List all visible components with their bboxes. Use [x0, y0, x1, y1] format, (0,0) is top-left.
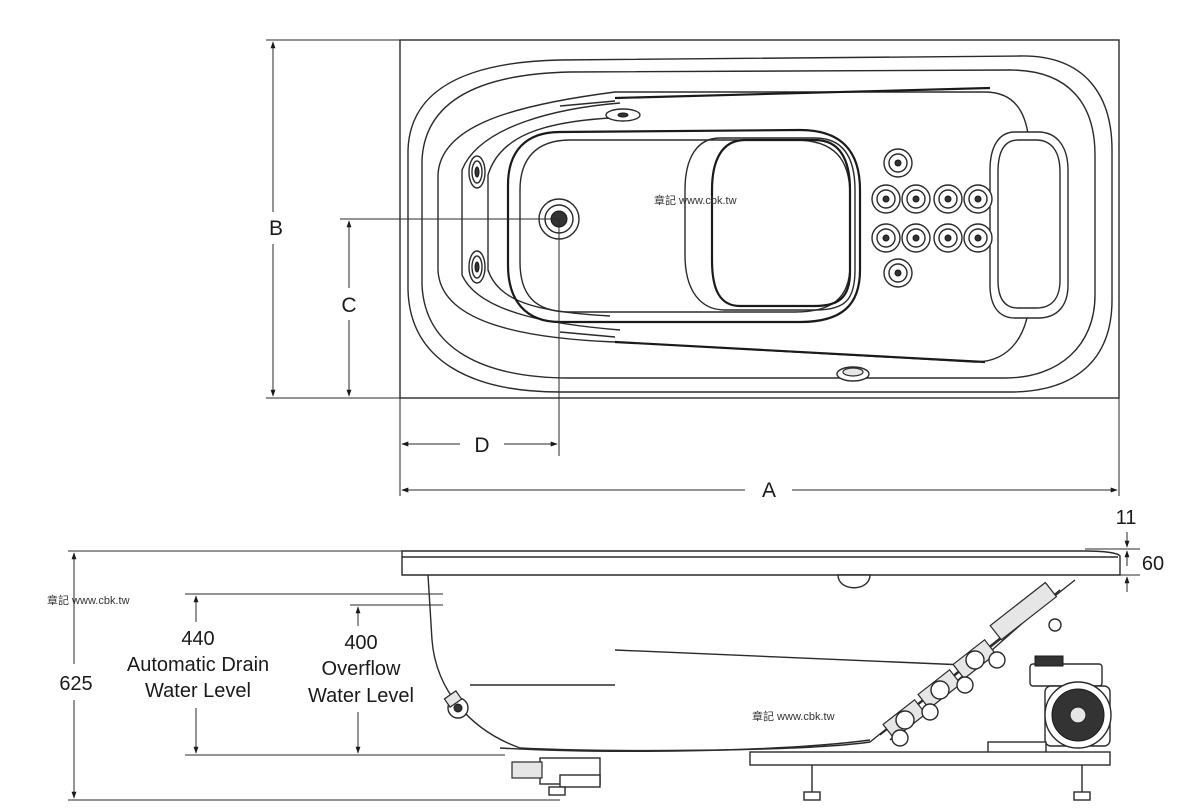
overflow-line1: Overflow [322, 658, 401, 680]
tub-basin-step-2 [487, 117, 611, 317]
overflow-line2: Water Level [308, 685, 414, 707]
overflow-slot-bottom [614, 340, 986, 364]
jet-icon [883, 148, 913, 178]
pump-motor-icon [987, 655, 1112, 755]
tub-floor-side [499, 739, 871, 752]
dimension-lines-side [68, 532, 1140, 801]
plan-view: B C D A 章記 www.cbk.tw [266, 39, 1120, 502]
dim-label-b: B [269, 217, 283, 240]
dimension-lines-plan [266, 39, 1120, 496]
dim-label-rim-thickness: 60 [1142, 553, 1164, 575]
dim-label-d: D [474, 434, 489, 457]
jet-icon [901, 184, 931, 214]
dim-label-c: C [341, 294, 356, 317]
jet-icon [871, 223, 901, 253]
backrest-inner [710, 138, 852, 308]
headrest-pillow [989, 131, 1069, 319]
watermark: 章記 www.cbk.tw [654, 193, 737, 207]
jet-plumbing [879, 579, 1076, 747]
watermark: 章記 www.cbk.tw [752, 709, 835, 723]
tub-body-side [427, 574, 1061, 752]
overflow-slot-top [614, 86, 991, 100]
base-frame [511, 751, 1111, 801]
tub-basin-step [461, 102, 621, 331]
side-view: 625 11 60 440 Automatic Drain Water Leve… [47, 507, 1164, 801]
jet-icon [963, 184, 993, 214]
auto-drain-line1: Automatic Drain [127, 654, 269, 676]
side-jet-lower-icon [468, 250, 486, 284]
overflow-fitting-side [837, 574, 871, 589]
jet-icon [871, 184, 901, 214]
jet-icon [963, 223, 993, 253]
backrest-outer [684, 137, 856, 311]
headrest-pillow-inner [997, 139, 1061, 309]
side-jet-upper-icon [468, 155, 486, 189]
tub-rim-side [401, 550, 1121, 576]
back-jets [871, 148, 993, 288]
tub-rim-contour [407, 55, 1113, 393]
dim-label-a: A [762, 479, 776, 502]
dim-label-rim-offset: 11 [1116, 507, 1137, 529]
dim-label-overall-height: 625 [59, 673, 92, 695]
tub-floor [519, 139, 851, 313]
jet-icon [883, 258, 913, 288]
jet-icon [901, 223, 931, 253]
watermark: 章記 www.cbk.tw [47, 593, 130, 607]
auto-drain-line2: Water Level [145, 680, 251, 702]
tub-ledge-contour [421, 69, 1096, 379]
tub-basin-inner [506, 128, 862, 324]
overflow-slot-bottom-inner [559, 331, 616, 338]
auto-drain-value: 440 [181, 628, 214, 650]
drain-valve-icon [443, 690, 469, 719]
jet-icon [933, 223, 963, 253]
overflow-slot-top-inner [559, 100, 616, 107]
overflow-value: 400 [344, 632, 377, 654]
jet-icon [933, 184, 963, 214]
overflow-fitting-icon [605, 108, 641, 122]
inner-slope-line [614, 649, 966, 666]
control-button-icon [836, 366, 870, 382]
